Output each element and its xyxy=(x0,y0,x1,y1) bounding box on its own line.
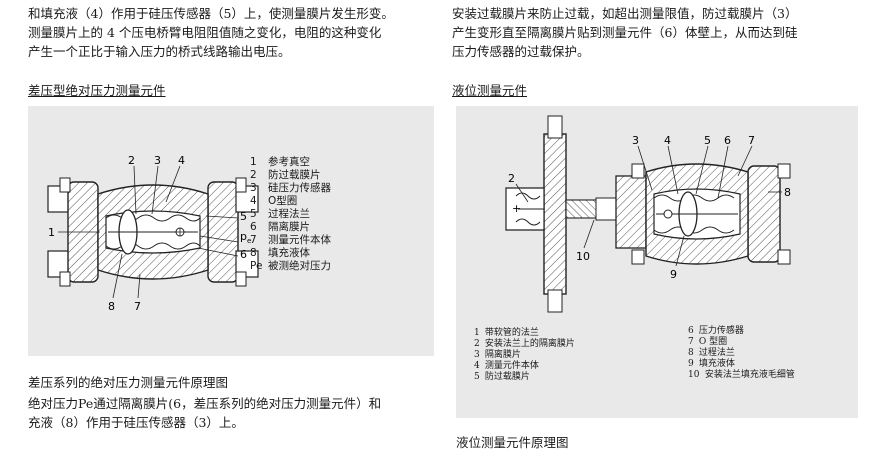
left-intro-line-1: 和填充液（4）作用于硅压传感器（5）上，使测量膜片发生形变。 xyxy=(28,6,394,21)
callout-7: 7 xyxy=(134,300,141,313)
legend-row: 7 O 型圈 xyxy=(688,337,728,347)
left-intro-line-2: 测量膜片上的 4 个压电桥臂电阻阻值随之变化，电阻的这种变化 xyxy=(28,25,382,40)
left-body-line-2: 充液（8）作用于硅压传感器（3）上。 xyxy=(28,415,244,430)
callout-2: 2 xyxy=(128,154,135,167)
left-intro-paragraph: 和填充液（4）作用于硅压传感器（5）上，使测量膜片发生形变。 测量膜片上的 4 … xyxy=(28,4,436,61)
legend-row: 1 带软管的法兰 xyxy=(474,328,539,338)
right-section-heading: 液位测量元件 xyxy=(452,83,528,98)
callout-4: 4 xyxy=(178,154,185,167)
callout-1: 1 xyxy=(48,226,55,239)
right-figure-caption: 液位测量元件原理图 xyxy=(456,435,569,450)
callout-p: p xyxy=(240,230,247,243)
differential-absolute-pressure-cell-diagram: 2 3 4 1 5 p e 6 8 7 xyxy=(47,154,259,313)
legend-row: 9 填充液体 xyxy=(688,359,735,369)
right-intro-paragraph: 安装过载膜片来防止过载，如超出测量限值，防过载膜片（3） 产生变形直至隔离膜片贴… xyxy=(452,4,862,61)
callout-10: 10 xyxy=(576,250,590,263)
left-body-paragraph: 绝对压力Pe通过隔离膜片(6，差压系列的绝对压力测量元件）和 充液（8）作用于硅… xyxy=(28,394,438,432)
legend-row: 3 隔离膜片 xyxy=(474,350,521,360)
callout-8: 8 xyxy=(108,300,115,313)
callout-3: 3 xyxy=(154,154,161,167)
callout-2: 2 xyxy=(508,172,515,185)
right-legend-right: 6 压力传感器 7 O 型圈 8 过程法兰 9 填充液体 10 安装法兰填充液毛… xyxy=(688,326,795,381)
callout-8: 8 xyxy=(784,186,791,199)
legend-row: 10 安装法兰填充液毛细管 xyxy=(688,370,795,380)
right-intro-line-1: 安装过载膜片来防止过载，如超出测量限值，防过载膜片（3） xyxy=(452,6,798,21)
left-body-line-1: 绝对压力Pe通过隔离膜片(6，差压系列的绝对压力测量元件）和 xyxy=(28,396,382,411)
right-figure-panel: 2 + 3 4 5 6 7 8 10 9 1 带软管的法兰 2 安装法兰上的隔离… xyxy=(456,106,858,418)
callout-4: 4 xyxy=(664,134,671,147)
legend-row: 5 防过载膜片 xyxy=(474,372,530,382)
legend-row: 2 安装法兰上的隔离膜片 xyxy=(474,339,575,349)
callout-plus: + xyxy=(512,202,521,215)
right-column: 安装过载膜片来防止过载，如超出测量限值，防过载膜片（3） 产生变形直至隔离膜片贴… xyxy=(452,0,862,61)
left-intro-line-3: 产生一个正比于输入压力的桥式线路输出电压。 xyxy=(28,44,291,59)
callout-5: 5 xyxy=(704,134,711,147)
legend-row: 4 测量元件本体 xyxy=(474,361,539,371)
left-figure-caption: 差压系列的绝对压力测量元件原理图 xyxy=(28,375,229,390)
callout-6: 6 xyxy=(240,248,247,261)
right-legend-left: 1 带软管的法兰 2 安装法兰上的隔离膜片 3 隔离膜片 4 测量元件本体 5 … xyxy=(474,328,575,383)
legend-row: 6 压力传感器 xyxy=(688,326,744,336)
callout-9: 9 xyxy=(670,268,677,281)
left-column: 和填充液（4）作用于硅压传感器（5）上，使测量膜片发生形变。 测量膜片上的 4 … xyxy=(28,0,436,61)
right-intro-line-3: 压力传感器的过载保护。 xyxy=(452,44,590,59)
left-section-heading: 差压型绝对压力测量元件 xyxy=(28,83,166,98)
callout-5: 5 xyxy=(240,210,247,223)
callout-p-subscript: e xyxy=(247,237,251,245)
callout-6: 6 xyxy=(724,134,731,147)
legend-row: 8 过程法兰 xyxy=(688,348,735,358)
callout-7: 7 xyxy=(748,134,755,147)
callout-3: 3 xyxy=(632,134,639,147)
level-measurement-cell-diagram: 2 + 3 4 5 6 7 8 10 9 xyxy=(505,115,791,313)
right-intro-line-2: 产生变形直至隔离膜片贴到测量元件（6）体壁上，从而达到硅 xyxy=(452,25,798,40)
